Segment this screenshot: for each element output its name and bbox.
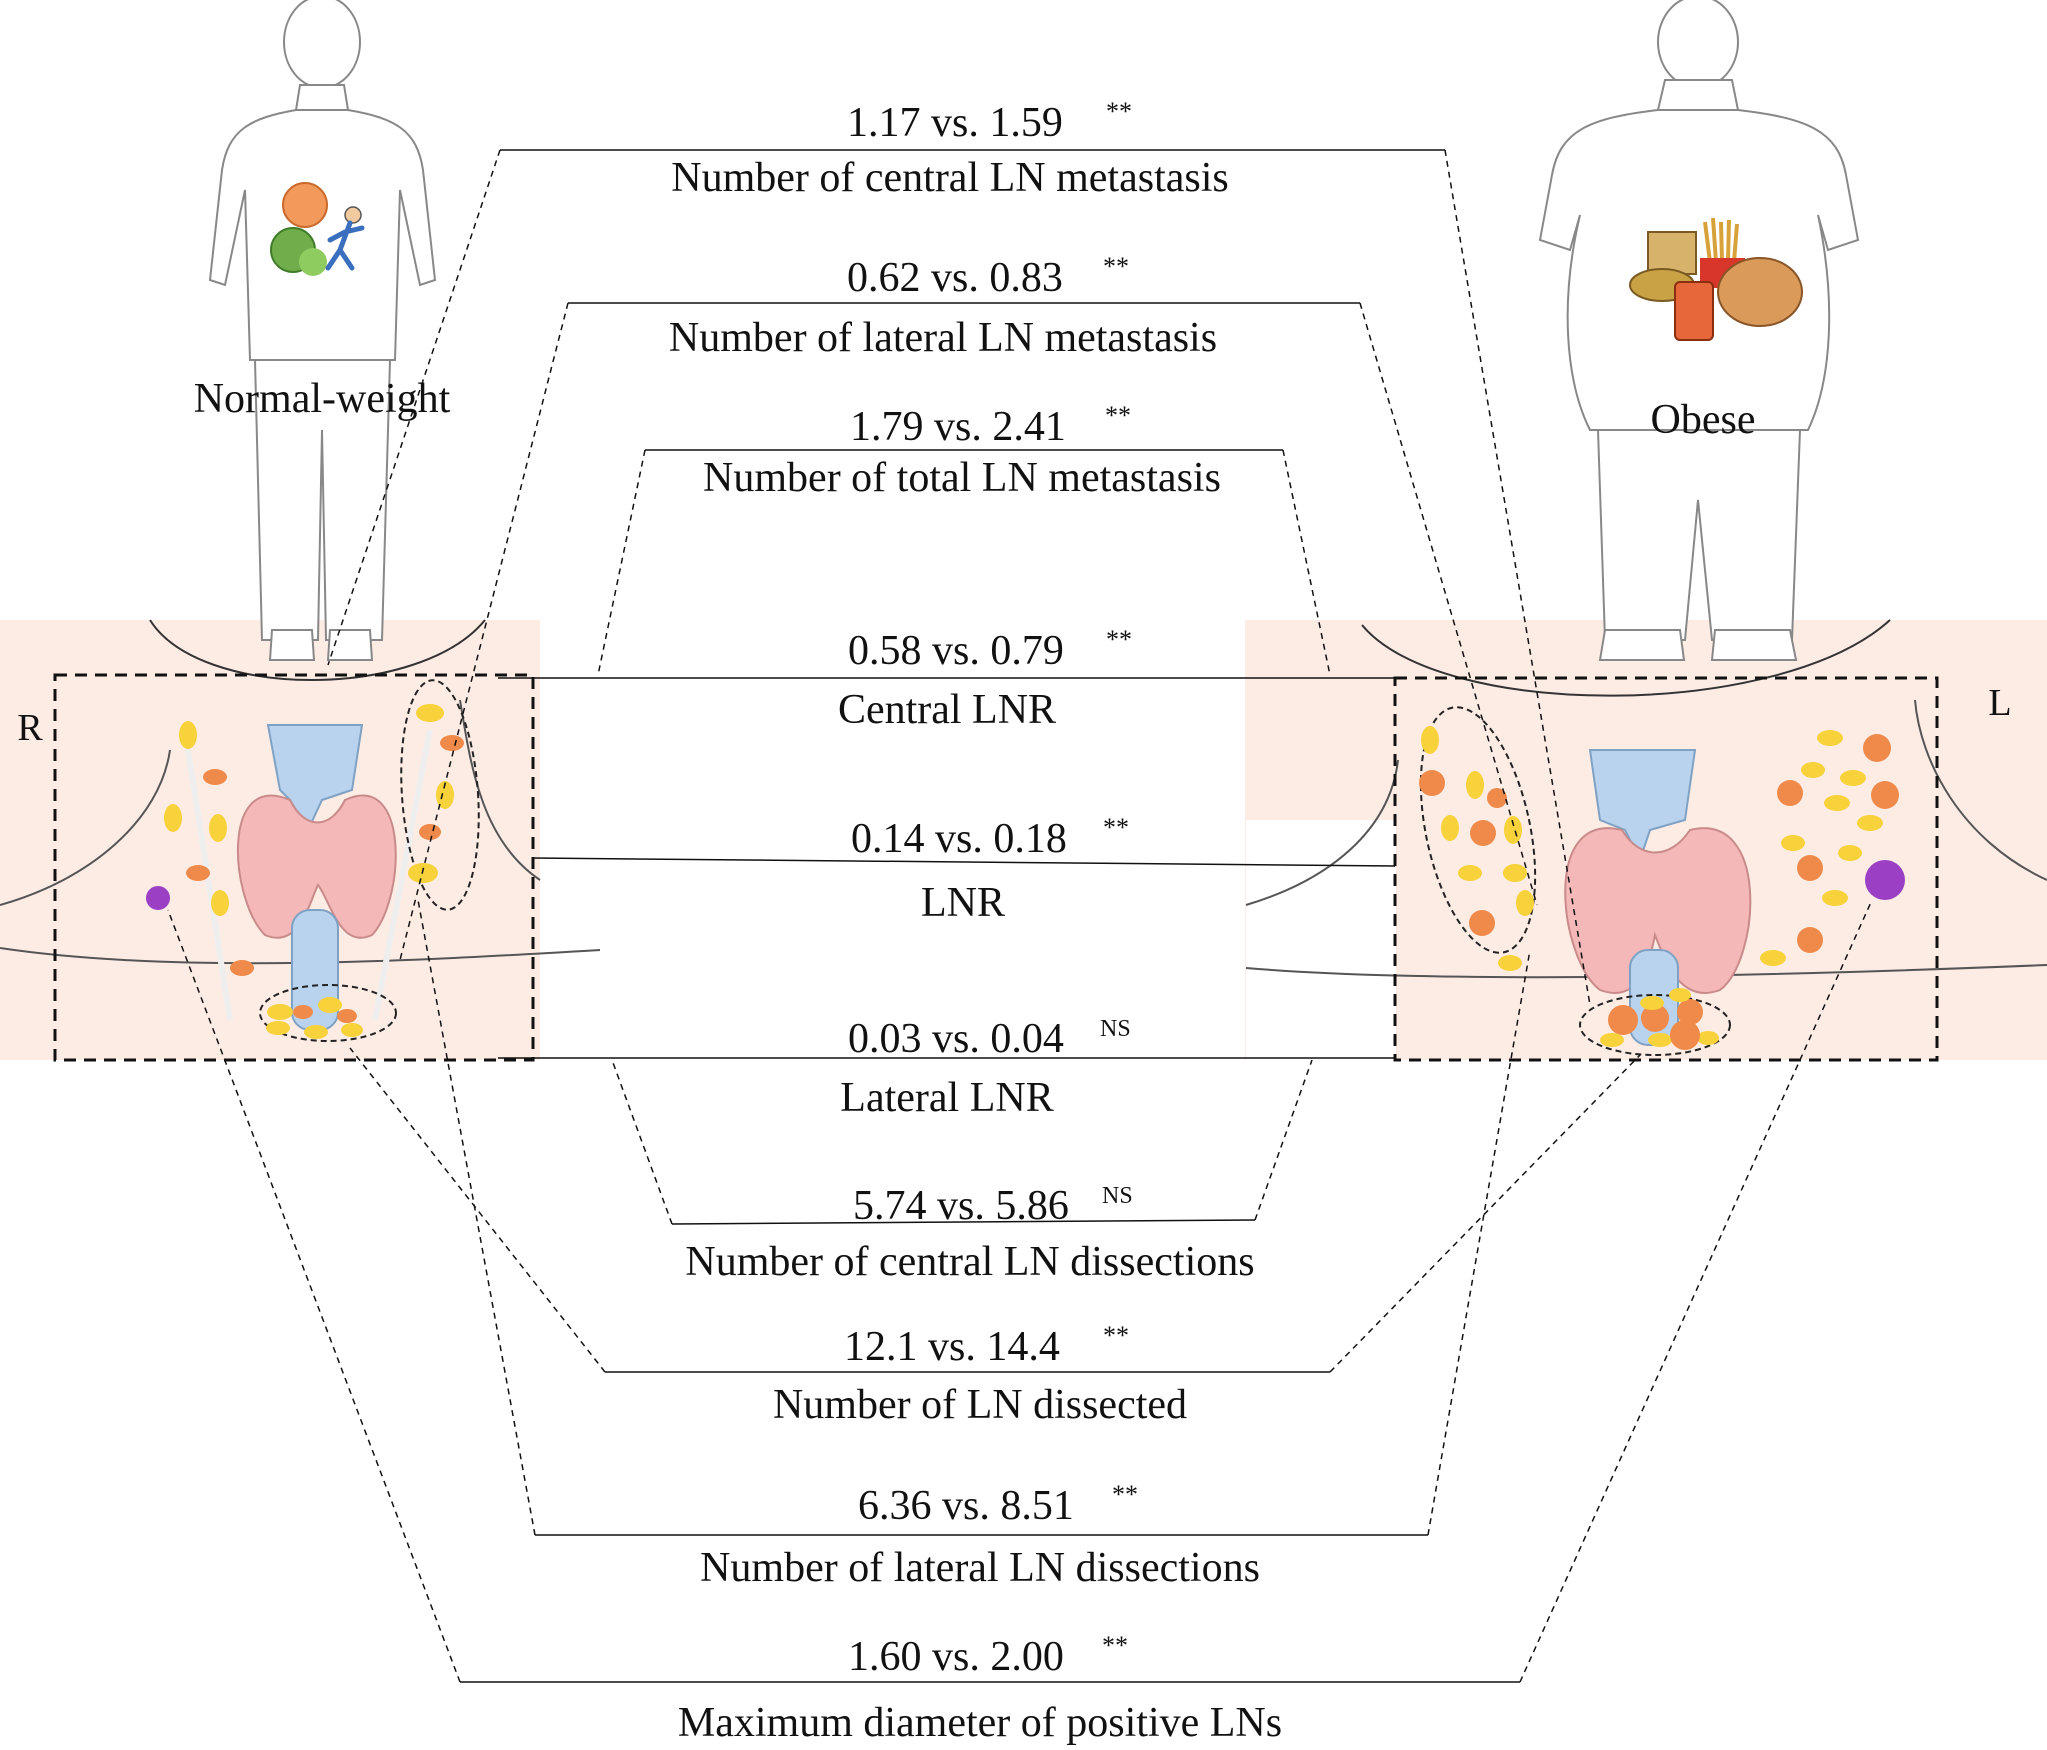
connector-lines <box>167 149 1873 1683</box>
junk-food-icon <box>1629 217 1803 341</box>
value-lnr: 0.14 vs. 0.18 <box>851 816 1067 862</box>
value-central-ln-dissections: 5.74 vs. 5.86 <box>853 1183 1069 1229</box>
label-central-ln-dissections: Number of central LN dissections <box>685 1239 1254 1285</box>
side-label-l: L <box>1988 682 2011 724</box>
person-normal-weight-icon <box>208 0 437 661</box>
label-central-ln-metastasis: Number of central LN metastasis <box>671 155 1228 201</box>
label-max-diameter: Maximum diameter of positive LNs <box>678 1700 1282 1746</box>
label-ln-dissected: Number of LN dissected <box>773 1382 1187 1428</box>
value-lateral-ln-metastasis: 0.62 vs. 0.83 <box>847 255 1063 301</box>
label-lateral-lnr: Lateral LNR <box>840 1075 1053 1121</box>
sig-lateral-ln-dissections: ** <box>1112 1480 1138 1509</box>
sig-central-ln-metastasis: ** <box>1106 97 1132 126</box>
label-lateral-ln-metastasis: Number of lateral LN metastasis <box>669 315 1217 361</box>
value-central-lnr: 0.58 vs. 0.79 <box>848 628 1064 674</box>
label-lateral-ln-dissections: Number of lateral LN dissections <box>700 1545 1260 1591</box>
value-total-ln-metastasis: 1.79 vs. 2.41 <box>850 404 1066 450</box>
label-total-ln-metastasis: Number of total LN metastasis <box>703 455 1221 501</box>
label-lnr: LNR <box>921 880 1005 926</box>
value-ln-dissected: 12.1 vs. 14.4 <box>844 1324 1060 1370</box>
neck-thyroid-illustration-icon <box>1245 619 2047 1062</box>
neck-thyroid-illustration-icon <box>0 619 601 1062</box>
sig-ln-dissected: ** <box>1103 1321 1129 1350</box>
value-lateral-lnr: 0.03 vs. 0.04 <box>848 1016 1064 1062</box>
group-label-normal-weight: Normal-weight <box>194 376 451 422</box>
sig-lnr: ** <box>1103 813 1129 842</box>
comparison-values: 1.17 vs. 1.59 ** 0.62 vs. 0.83 ** 1.79 v… <box>844 97 1138 1680</box>
sig-lateral-lnr: NS <box>1100 1016 1131 1042</box>
label-central-lnr: Central LNR <box>838 687 1056 733</box>
lymph-nodes-right <box>1419 726 1905 1050</box>
sig-total-ln-metastasis: ** <box>1105 401 1131 430</box>
healthy-food-exercise-icon <box>270 182 365 276</box>
person-obese-icon <box>1538 0 1860 661</box>
sig-central-ln-dissections: NS <box>1102 1183 1133 1209</box>
sig-central-lnr: ** <box>1106 625 1132 654</box>
group-label-obese: Obese <box>1651 397 1756 443</box>
side-label-r: R <box>17 707 43 749</box>
sig-max-diameter: ** <box>1102 1631 1128 1660</box>
value-lateral-ln-dissections: 6.36 vs. 8.51 <box>858 1483 1074 1529</box>
value-central-ln-metastasis: 1.17 vs. 1.59 <box>847 100 1063 146</box>
value-max-diameter: 1.60 vs. 2.00 <box>848 1634 1064 1680</box>
sig-lateral-ln-metastasis: ** <box>1103 252 1129 281</box>
comparison-labels: Number of central LN metastasis Number o… <box>669 155 1282 1746</box>
